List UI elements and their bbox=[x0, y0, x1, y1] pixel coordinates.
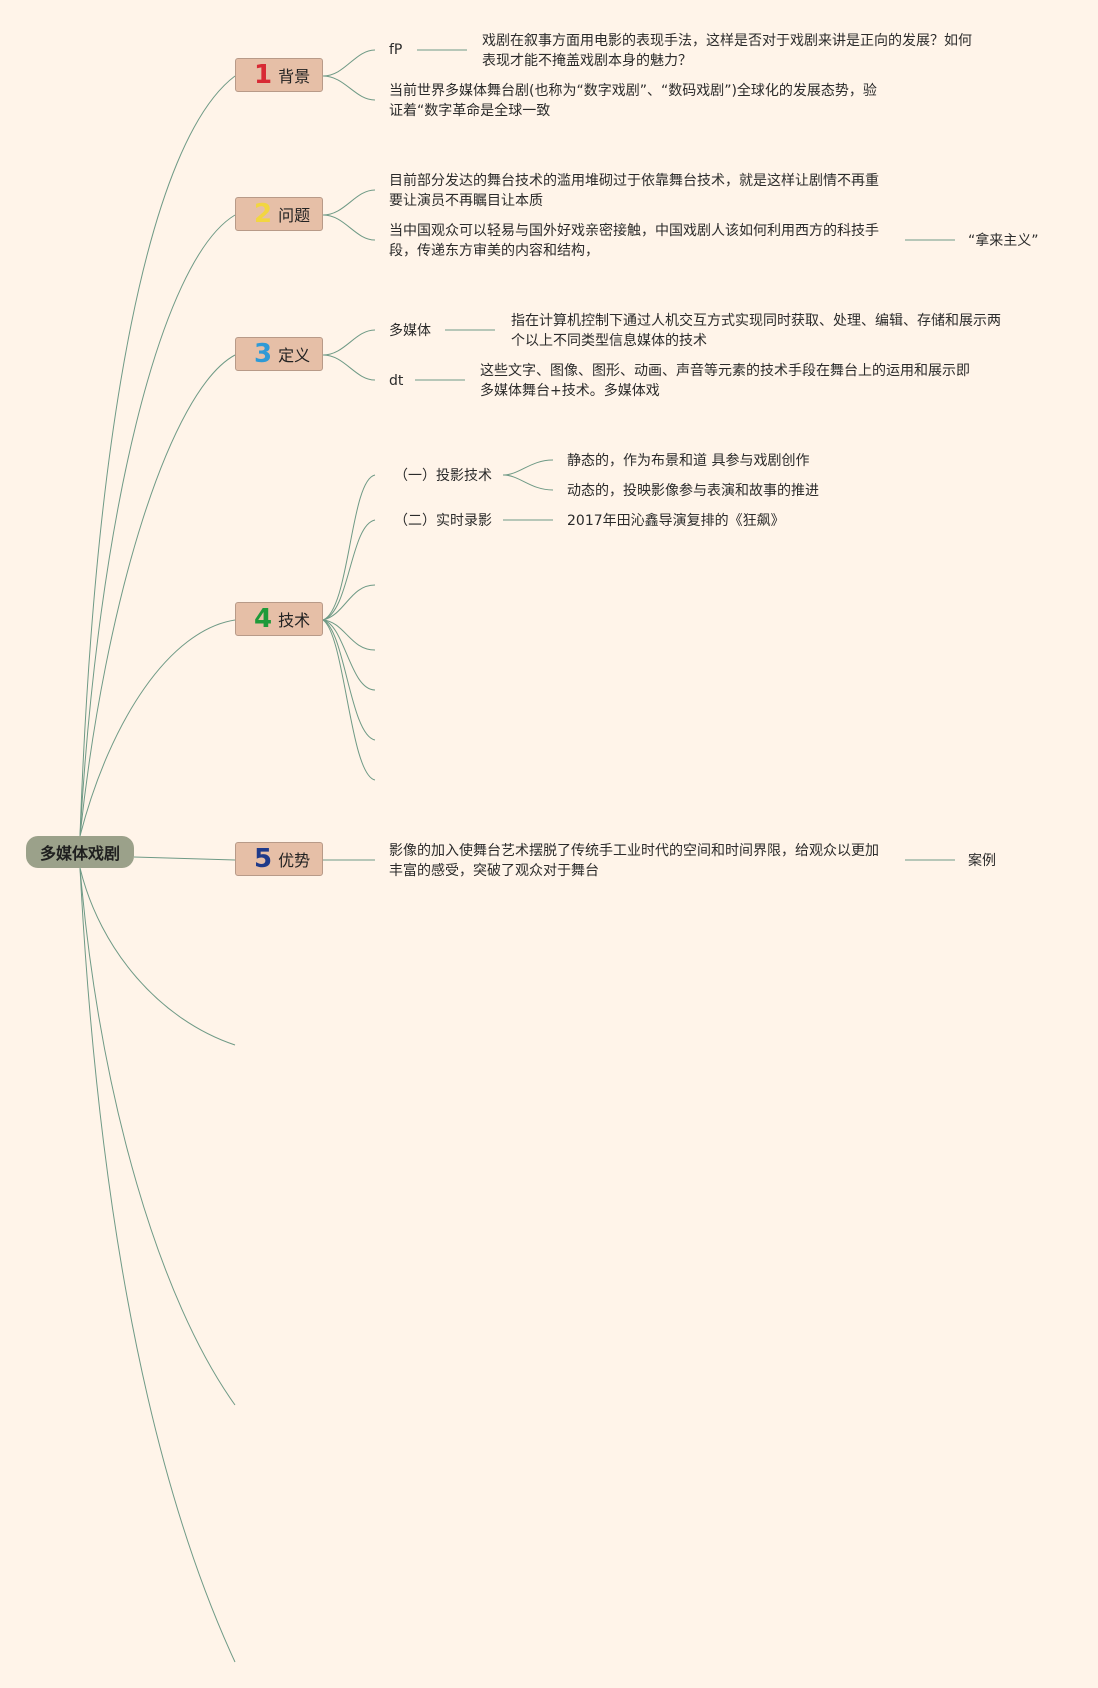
branch-label: 定义 bbox=[278, 346, 311, 365]
branch-node-4[interactable]: 4 技术 bbox=[235, 602, 323, 636]
b1-c1-label[interactable]: fP bbox=[389, 42, 403, 58]
b3-c2-label[interactable]: dt bbox=[389, 373, 404, 389]
branch-label: 技术 bbox=[278, 611, 311, 630]
connector-root-branch-2 bbox=[79, 214, 236, 837]
b1-c2-text[interactable]: 当前世界多媒体舞台剧(也称为“数字戏剧”、“数码戏剧”)全球化的发展态势，验证着… bbox=[389, 83, 877, 119]
connector-b4-e5 bbox=[322, 619, 376, 781]
connector-root-empty-3 bbox=[79, 867, 236, 1663]
b3-c1-label[interactable]: 多媒体 bbox=[389, 323, 431, 339]
number-2-icon: 2 bbox=[254, 199, 273, 229]
connector-b2-c1 bbox=[322, 189, 376, 216]
connector-b4-e1 bbox=[322, 584, 376, 621]
branch-node-2[interactable]: 2 问题 bbox=[235, 197, 323, 231]
number-5-icon: 5 bbox=[254, 844, 273, 874]
connector-b4-e2 bbox=[322, 619, 376, 651]
connector-b3-c2 bbox=[322, 354, 376, 381]
b5-c1-sub[interactable]: 案例 bbox=[968, 853, 996, 869]
number-1-icon: 1 bbox=[254, 60, 273, 90]
branch-label: 背景 bbox=[278, 67, 311, 86]
b2-c2-text[interactable]: 当中国观众可以轻易与国外好戏亲密接触，中国戏剧人该如何利用西方的科技手段，传递东… bbox=[389, 223, 879, 259]
b2-c1-text[interactable]: 目前部分发达的舞台技术的滥用堆砌过于依靠舞台技术，就是这样让剧情不再重要让演员不… bbox=[389, 173, 879, 209]
number-4-icon: 4 bbox=[254, 604, 273, 634]
branch-node-1[interactable]: 1 背景 bbox=[235, 58, 323, 92]
b4-c2-sub[interactable]: 2017年田沁鑫导演复排的《狂飙》 bbox=[567, 513, 785, 529]
connector-root-branch-4 bbox=[79, 619, 236, 837]
connector-b1-c2 bbox=[322, 75, 376, 101]
root-node[interactable]: 多媒体戏剧 bbox=[26, 836, 134, 868]
b3-c2-text[interactable]: 这些文字、图像、图形、动画、声音等元素的技术手段在舞台上的运用和展示即多媒体舞台… bbox=[480, 363, 970, 399]
b4-c2-label[interactable]: （二）实时录影 bbox=[394, 513, 492, 529]
b5-c1-text[interactable]: 影像的加入使舞台艺术摆脱了传统手工业时代的空间和时间界限，给观众以更加丰富的感受… bbox=[389, 843, 879, 879]
connector-b3-c1 bbox=[322, 329, 376, 356]
connector-root-branch-5 bbox=[133, 856, 236, 861]
connector-b4-c2 bbox=[322, 519, 376, 621]
connector-b1-c1 bbox=[322, 49, 376, 77]
connector-b4-c1-sub2 bbox=[502, 474, 554, 491]
b4-c1-label[interactable]: （一）投影技术 bbox=[394, 468, 492, 484]
connector-root-empty-2 bbox=[79, 867, 236, 1406]
branch-label: 优势 bbox=[278, 851, 311, 870]
branch-node-5[interactable]: 5 优势 bbox=[235, 842, 323, 876]
connector-b4-e4 bbox=[322, 619, 376, 741]
number-3-icon: 3 bbox=[254, 339, 273, 369]
connector-root-empty-1 bbox=[79, 867, 236, 1046]
connector-root-branch-3 bbox=[79, 354, 236, 837]
connector-root-branch-1 bbox=[79, 75, 236, 837]
connector-b4-e3 bbox=[322, 619, 376, 691]
b1-c1-text[interactable]: 戏剧在叙事方面用电影的表现手法，这样是否对于戏剧来讲是正向的发展？如何表现才能不… bbox=[482, 33, 972, 69]
connector-b4-c1 bbox=[322, 474, 376, 621]
b4-c1-sub1[interactable]: 静态的，作为布景和道 具参与戏剧创作 bbox=[567, 453, 810, 469]
branch-node-3[interactable]: 3 定义 bbox=[235, 337, 323, 371]
connector-b4-c1-sub1 bbox=[502, 459, 554, 476]
b3-c1-text[interactable]: 指在计算机控制下通过人机交互方式实现同时获取、处理、编辑、存储和展示两个以上不同… bbox=[511, 313, 1001, 349]
branch-label: 问题 bbox=[278, 206, 311, 225]
b2-c2-sub[interactable]: “拿来主义” bbox=[968, 233, 1039, 249]
connector-b2-c2 bbox=[322, 214, 376, 241]
b4-c1-sub2[interactable]: 动态的，投映影像参与表演和故事的推进 bbox=[567, 483, 819, 499]
